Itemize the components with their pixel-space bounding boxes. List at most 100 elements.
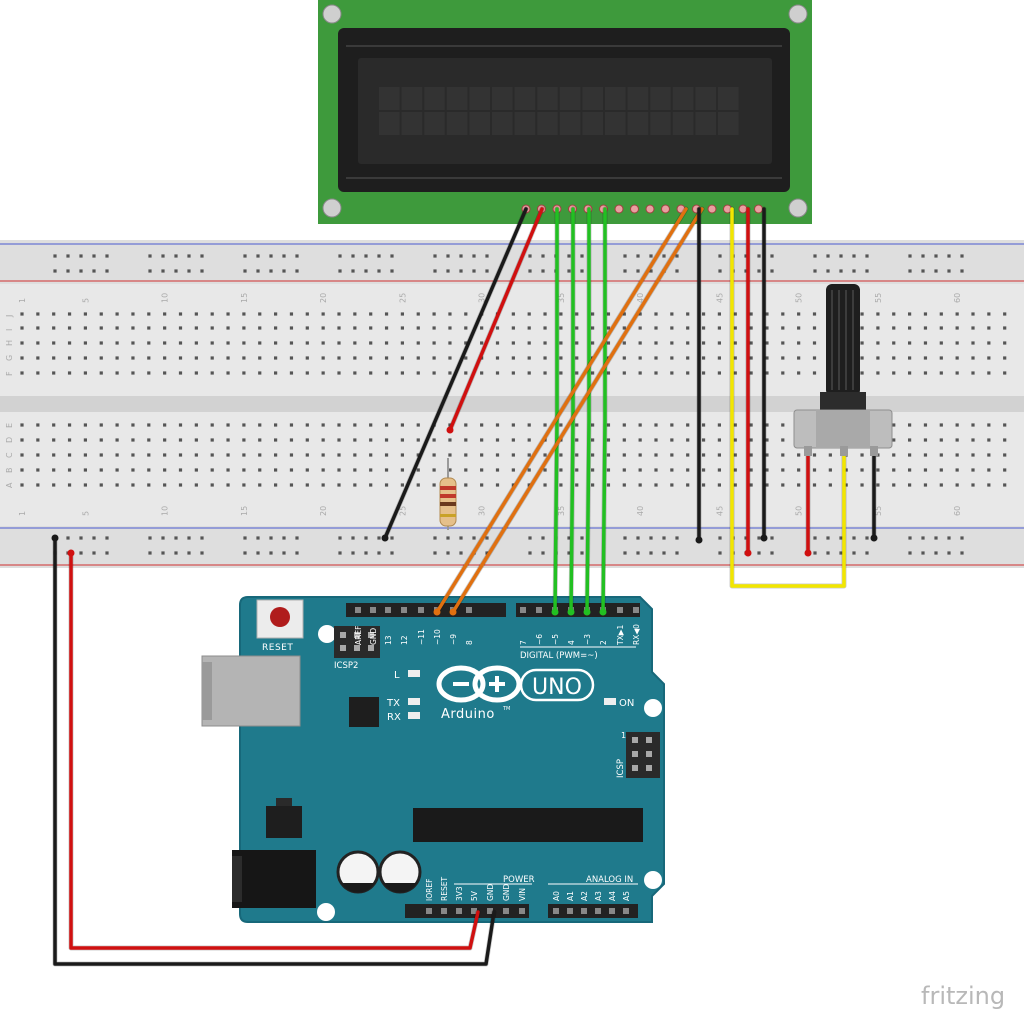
rail-hole [826, 536, 830, 540]
breadboard-hole [258, 312, 262, 316]
breadboard-hole [638, 371, 642, 375]
lcd-char-cell [650, 87, 671, 110]
breadboard-hole [52, 423, 56, 427]
rail-hole [92, 254, 96, 258]
breadboard-hole [876, 483, 880, 487]
breadboard-hole [369, 438, 373, 442]
breadboard-hole [923, 371, 928, 375]
lcd-char-cell [718, 87, 739, 110]
analog-pin [567, 908, 573, 914]
lcd-char-cell [492, 87, 513, 110]
rail-hole [377, 551, 381, 555]
breadboard-hole [178, 341, 183, 345]
breadboard-hole [353, 438, 357, 442]
breadboard-hole [765, 483, 769, 487]
breadboard-hole [83, 312, 87, 316]
rail-hole [66, 536, 70, 540]
breadboard-hole [686, 371, 690, 375]
lcd-char-cell [514, 112, 536, 135]
breadboard-hole [432, 438, 436, 442]
breadboard-hole [337, 326, 341, 330]
wire-end [446, 426, 454, 434]
rail-hole [865, 269, 869, 273]
rail-hole [636, 536, 640, 540]
breadboard-hole [892, 326, 896, 330]
breadboard-hole [987, 326, 991, 330]
breadboard-hole [210, 423, 214, 427]
breadboard-hole [131, 341, 135, 345]
breadboard-hole [876, 326, 880, 330]
breadboard-hole [686, 468, 690, 472]
lcd-char-cell [605, 87, 626, 110]
breadboard-hole [606, 326, 611, 330]
rail-hole [433, 254, 437, 258]
center-channel [0, 396, 1024, 412]
rail-hole [580, 536, 584, 540]
breadboard-hole [797, 371, 801, 375]
digital-pin [520, 607, 526, 613]
column-number: 10 [161, 293, 170, 303]
rail-hole [852, 536, 856, 540]
breadboard-hole [654, 312, 658, 316]
rail-hole [934, 254, 938, 258]
breadboard-hole [812, 341, 817, 345]
lcd-screw-top-right [788, 4, 808, 24]
column-number: 25 [398, 293, 407, 303]
rail-hole [813, 551, 817, 555]
breadboard-hole [987, 453, 991, 457]
breadboard-hole [559, 453, 563, 457]
breadboard-hole [432, 356, 436, 360]
breadboard-hole [305, 453, 309, 457]
rail-hole [718, 551, 722, 555]
breadboard-hole [971, 371, 975, 375]
rail-hole [364, 551, 368, 555]
breadboard-hole [258, 468, 262, 472]
lcd-char-cell [627, 112, 649, 135]
rail-hole [528, 551, 532, 555]
lcd-char-cell [582, 112, 603, 135]
rail-hole [364, 536, 368, 540]
rail-hole [623, 551, 627, 555]
breadboard-hole [923, 453, 928, 457]
column-number: 35 [557, 506, 566, 516]
rail-hole [364, 254, 368, 258]
breadboard-hole [99, 423, 103, 427]
breadboard-hole [908, 453, 912, 457]
rail-hole [744, 269, 748, 273]
breadboard-hole [480, 341, 484, 345]
breadboard-hole [289, 326, 294, 330]
power-pin [471, 908, 477, 914]
rail-hole [92, 551, 96, 555]
rail-hole [934, 551, 938, 555]
wire-end [804, 549, 812, 557]
arduino-logo-text: Arduino [441, 707, 495, 722]
breadboard-hole [971, 326, 975, 330]
breadboard-hole [131, 326, 135, 330]
breadboard-hole [495, 453, 500, 457]
breadboard-hole [575, 438, 579, 442]
rail-hole [826, 254, 830, 258]
breadboard-hole [511, 371, 515, 375]
breadboard-hole [1003, 468, 1007, 472]
rail-hole [446, 536, 450, 540]
breadboard-hole [638, 326, 642, 330]
breadboard-hole [369, 371, 373, 375]
digital-pin-label: ~9 [449, 634, 458, 645]
wire-end [760, 534, 768, 542]
breadboard-hole [686, 341, 690, 345]
digital-pin-label: AREF [354, 626, 363, 645]
column-number: 50 [795, 293, 804, 303]
rail-hole [757, 536, 761, 540]
analog-pin [609, 908, 615, 914]
breadboard-hole [369, 326, 373, 330]
breadboard-hole [305, 423, 309, 427]
breadboard-hole [670, 438, 674, 442]
breadboard-hole [337, 483, 341, 487]
breadboard-hole [289, 438, 294, 442]
breadboard-hole [654, 326, 658, 330]
rail-hole [541, 536, 545, 540]
breadboard-hole [812, 468, 817, 472]
wire-end [51, 534, 59, 542]
power-pin [519, 908, 525, 914]
rail-hole [485, 254, 489, 258]
